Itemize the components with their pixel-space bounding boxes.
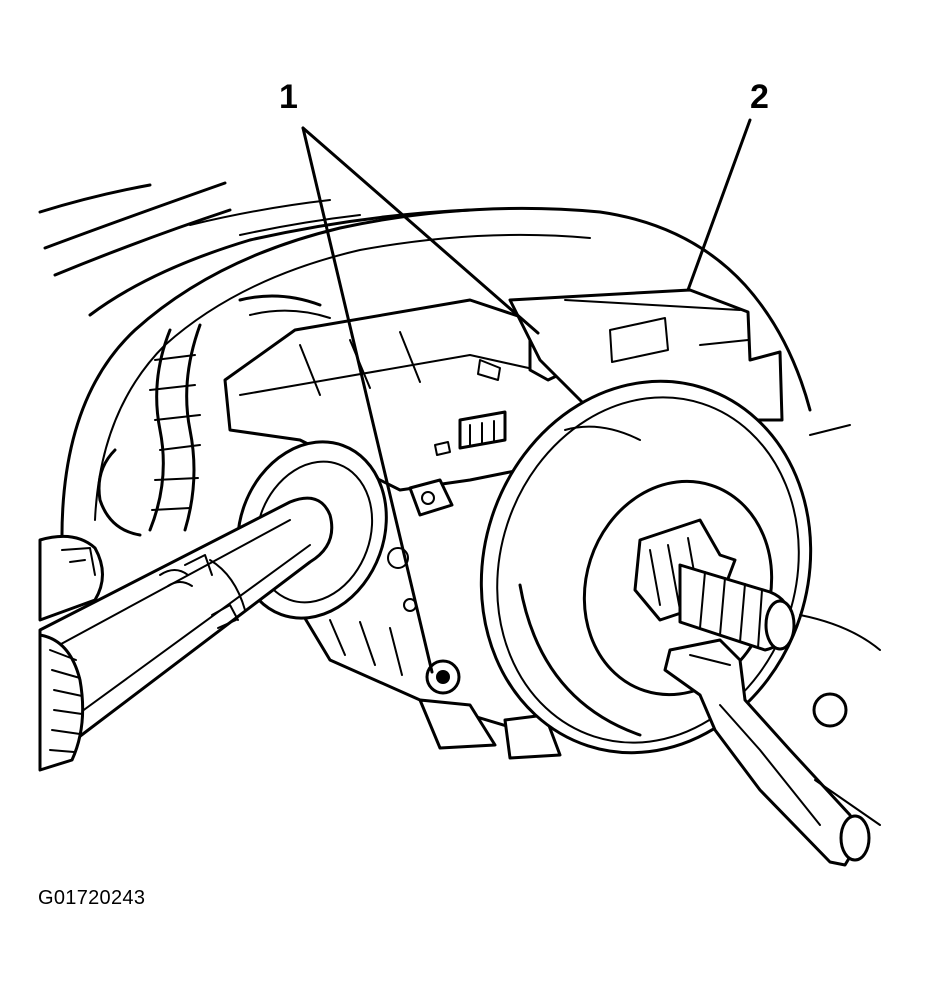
dashboard-contour-lines: [38, 181, 472, 317]
clockspring-housing: [508, 288, 784, 422]
callout-1-leaders: [301, 126, 540, 674]
column-housing-shell: [60, 206, 812, 547]
wiper-symbol-icon: [159, 554, 213, 587]
wiper-lever-knob: [38, 534, 104, 772]
wiring-harness: [97, 294, 331, 537]
callout-label-2: 2: [750, 78, 769, 116]
wiper-lever: [38, 496, 334, 762]
callout-2-leader: [686, 118, 752, 292]
background-lines-right: [799, 424, 881, 826]
multifunction-lever-right: [663, 638, 871, 867]
steering-shaft: [633, 518, 796, 652]
washer-arrow-icon: [211, 604, 239, 629]
callout-label-1: 1: [279, 78, 298, 116]
housing-inner-edge: [94, 233, 591, 521]
figure-id: G01720243: [38, 887, 146, 909]
